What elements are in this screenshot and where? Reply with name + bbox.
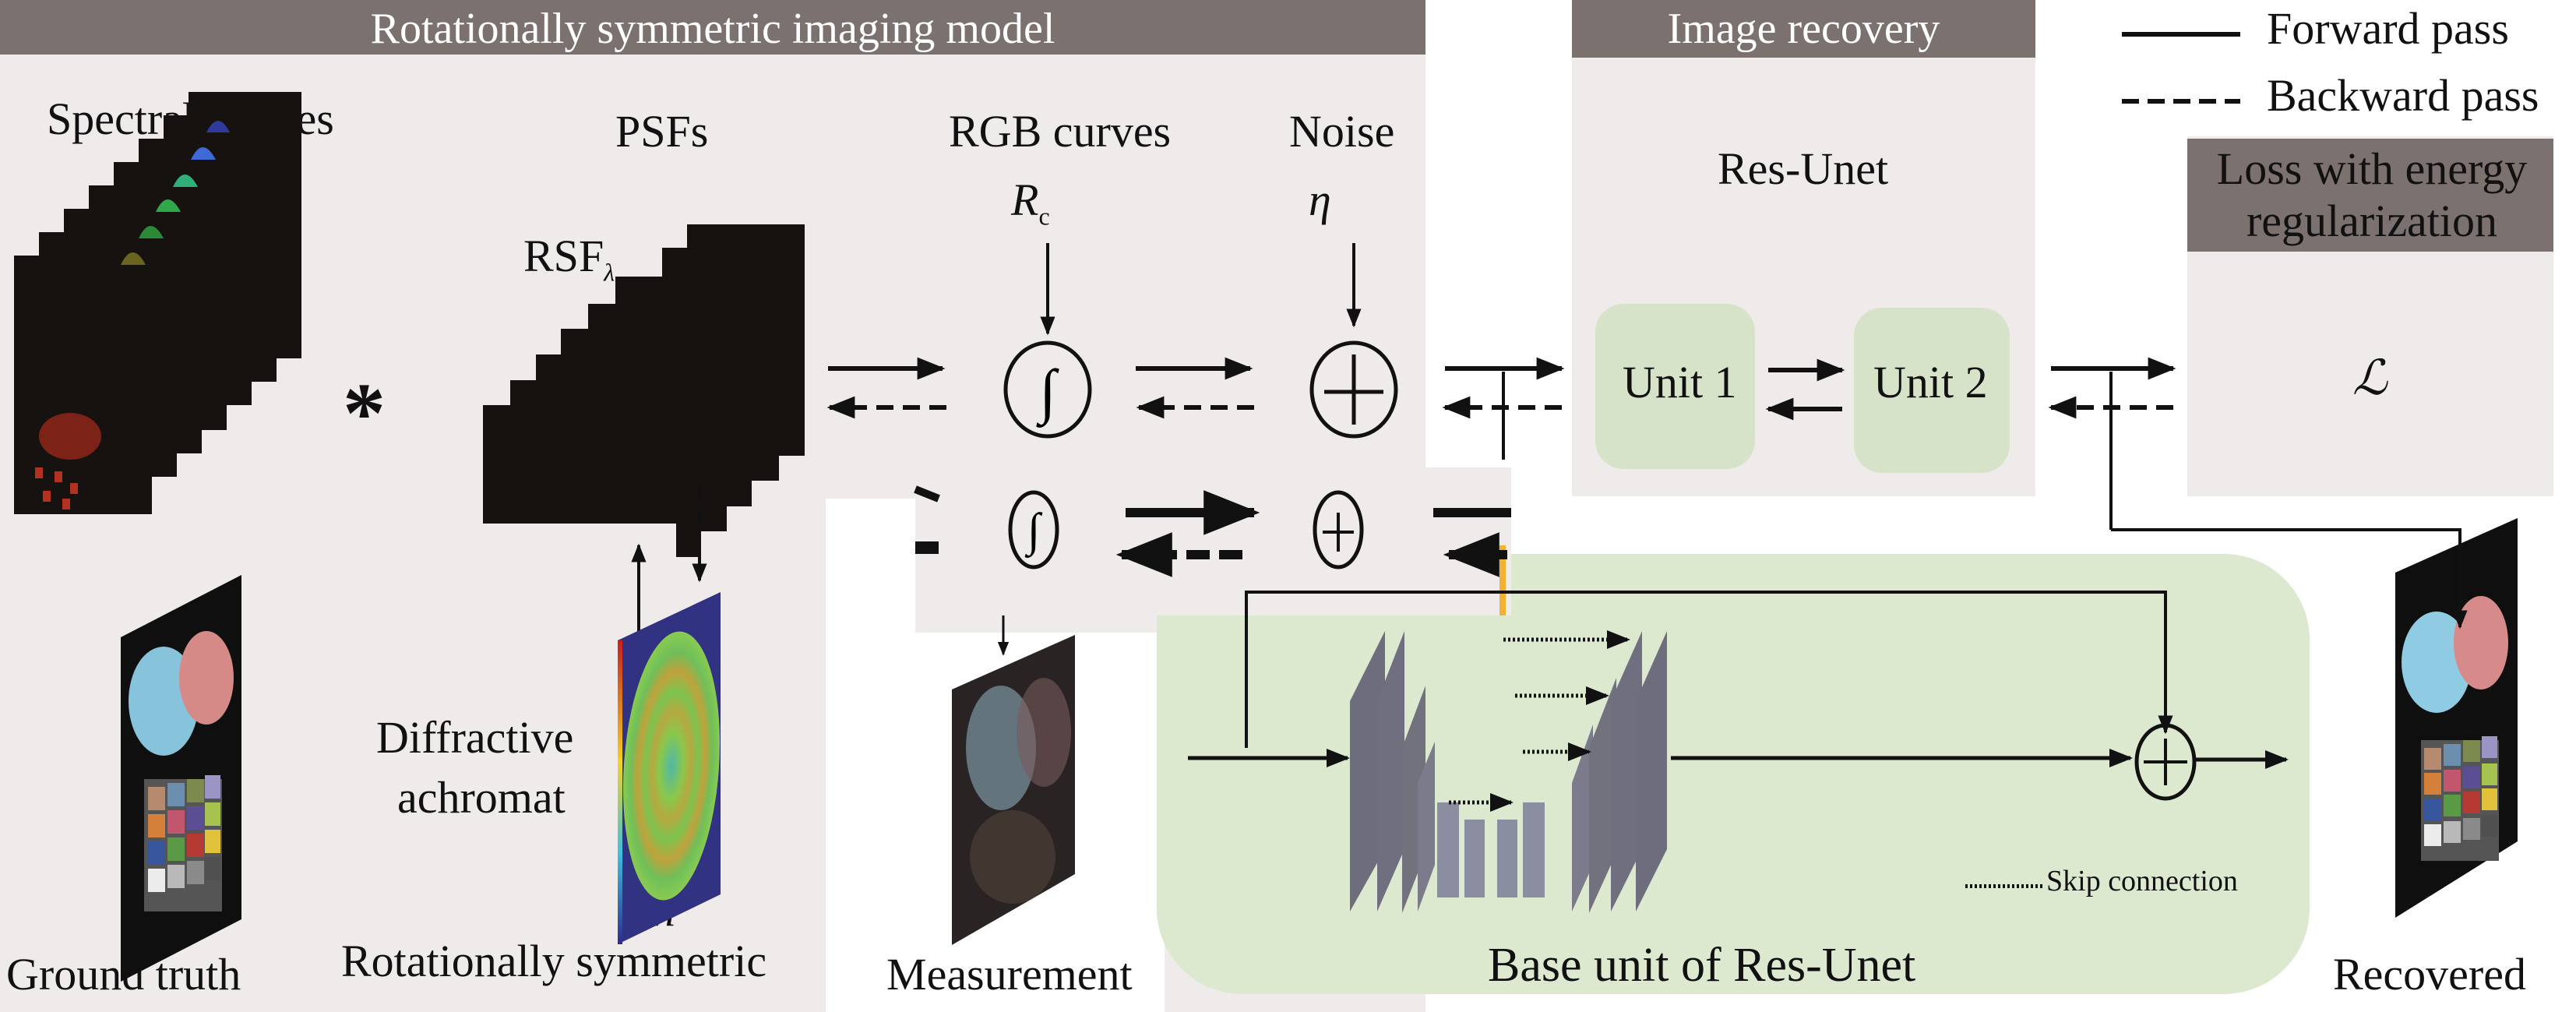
rsf-symbol: RSFλ bbox=[523, 234, 615, 285]
spectral-band-cyan bbox=[173, 175, 198, 187]
recovered-image bbox=[2395, 518, 2518, 918]
unet-layers-scaled bbox=[1352, 627, 1437, 904]
integral-glyph: ∫ bbox=[1035, 357, 1059, 428]
layer-256b bbox=[1494, 802, 1511, 894]
legend-backward-line bbox=[2122, 99, 2240, 104]
res-unet-label: Res-Unet bbox=[1718, 143, 1889, 194]
measurement-image bbox=[952, 635, 1075, 945]
spectral-band-red-dots bbox=[35, 467, 78, 510]
diffractive-label-line2: achromat bbox=[397, 772, 566, 823]
rgb-symbol-main: R bbox=[1011, 175, 1039, 225]
sum-operator bbox=[1309, 340, 1398, 439]
unit-2-label: Unit 2 bbox=[1873, 357, 1988, 407]
legend-backward-label: Backward pass bbox=[2267, 70, 2539, 121]
convolution-operator: * bbox=[343, 365, 386, 460]
rgb-curves-label: RGB curves bbox=[949, 106, 1172, 157]
spectral-band-green bbox=[156, 199, 181, 212]
layer-512a bbox=[1443, 818, 1461, 892]
rgb-symbol-sub: c bbox=[1038, 202, 1050, 231]
arrow-to-recovered bbox=[2111, 528, 2468, 629]
rotationally-symmetric-label: Rotationally symmetric bbox=[341, 936, 767, 986]
ground-truth-image bbox=[121, 575, 241, 982]
lower-fragment bbox=[914, 485, 940, 502]
skip-connection-label: Skip connection bbox=[2046, 865, 2238, 897]
layer-128b bbox=[1513, 742, 1528, 904]
integral-operator-lower bbox=[1008, 490, 1059, 569]
integral-operator bbox=[1003, 340, 1092, 439]
spectral-band-blue bbox=[191, 147, 216, 160]
spectral-stack-silhouette bbox=[14, 92, 301, 514]
image-recovery-header: Image recovery bbox=[1572, 0, 2035, 58]
spectral-band-green-dark bbox=[139, 226, 164, 238]
colorbar bbox=[618, 640, 622, 944]
psfs-label: PSFs bbox=[615, 106, 709, 157]
legend-forward-line bbox=[2122, 32, 2240, 37]
measurement-label: Measurement bbox=[886, 949, 1133, 1000]
noise-label: Noise bbox=[1289, 106, 1395, 157]
diffractive-achromat-image bbox=[618, 592, 721, 944]
recovered-label: Recovered bbox=[2333, 949, 2526, 1000]
loss-title-line2: regularization bbox=[2246, 196, 2498, 246]
loss-header bbox=[2187, 139, 2553, 252]
white-gap bbox=[826, 499, 915, 1012]
noise-symbol: η bbox=[1309, 175, 1331, 225]
sum-operator-lower bbox=[1313, 490, 1364, 569]
skip-legend-line bbox=[1965, 884, 2043, 888]
unit-1-block bbox=[1595, 304, 1755, 469]
imaging-model-header: Rotationally symmetric imaging model bbox=[0, 0, 1425, 55]
spectral-band-red bbox=[39, 413, 101, 460]
color-checker bbox=[144, 775, 222, 912]
spectral-band-blue-dark bbox=[206, 121, 230, 132]
base-unit-title: Base unit of Res-Unet bbox=[1488, 939, 1916, 992]
psf-stack bbox=[483, 224, 805, 557]
rgb-symbol: Rc bbox=[1011, 178, 1050, 229]
legend-forward-label: Forward pass bbox=[2267, 3, 2509, 54]
spectral-band-yellow bbox=[121, 252, 146, 265]
rsf-symbol-sub: λ bbox=[604, 258, 615, 287]
rsf-symbol-main: RSF bbox=[523, 231, 604, 281]
diffractive-label-line1: Diffractive bbox=[376, 712, 574, 763]
loss-symbol: ℒ bbox=[2352, 352, 2387, 405]
integral-glyph-lower: ∫ bbox=[1025, 504, 1043, 559]
orange-marker-line bbox=[1499, 545, 1506, 633]
unit-2-block bbox=[1854, 308, 2010, 473]
unit-1-label: Unit 1 bbox=[1623, 357, 1737, 407]
lower-fragment-dash bbox=[915, 541, 939, 554]
loss-title-line1: Loss with energy bbox=[2216, 143, 2528, 194]
output-sum-operator bbox=[2134, 723, 2197, 801]
layer-512b bbox=[1468, 818, 1485, 892]
